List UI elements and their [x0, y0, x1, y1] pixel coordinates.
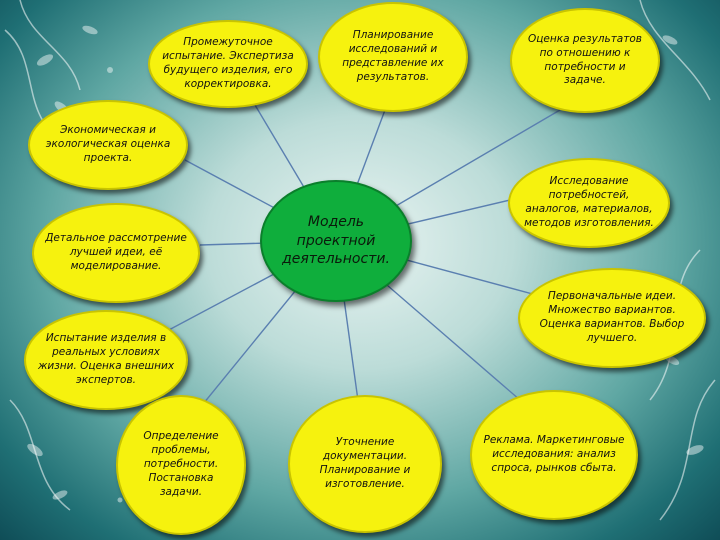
node-real-testing: Испытание изделия в реальных условиях жи… [24, 310, 188, 410]
node-detailed-review: Детальное рассмотрение лучшей идеи, её м… [32, 203, 200, 303]
node-initial-ideas: Первоначальные идеи. Множество вариантов… [518, 268, 706, 368]
node-label: Первоначальные идеи. Множество вариантов… [539, 290, 685, 344]
node-label: Реклама. Маркетинговые исследования: ана… [483, 434, 625, 474]
node-label: Определение проблемы, потребности. Поста… [143, 430, 219, 498]
node-label: Промежуточное испытание. Экспертиза буду… [162, 36, 294, 90]
node-intermediate-test: Промежуточное испытание. Экспертиза буду… [148, 20, 308, 108]
node-documentation: Уточнение документации. Планирование и и… [288, 395, 442, 533]
center-label: Модель проектной деятельности. [282, 213, 390, 268]
node-advertising: Реклама. Маркетинговые исследования: ана… [470, 390, 638, 520]
node-label: Испытание изделия в реальных условиях жи… [37, 332, 175, 386]
node-needs-research: Исследование потребностей, аналогов, мат… [508, 158, 670, 248]
node-economic-evaluation: Экономическая и экологическая оценка про… [28, 100, 188, 190]
center-node: Модель проектной деятельности. [260, 180, 412, 302]
node-label: Планирование исследований и представлени… [342, 29, 444, 83]
node-label: Детальное рассмотрение лучшей идеи, её м… [45, 232, 187, 272]
node-problem-definition: Определение проблемы, потребности. Поста… [116, 395, 246, 535]
node-label: Уточнение документации. Планирование и и… [319, 436, 411, 490]
node-planning-research: Планирование исследований и представлени… [318, 2, 468, 112]
node-label: Исследование потребностей, аналогов, мат… [524, 175, 654, 229]
node-evaluation-results: Оценка результатов по отношению к потреб… [510, 8, 660, 113]
node-label: Экономическая и экологическая оценка про… [45, 124, 171, 164]
node-label: Оценка результатов по отношению к потреб… [528, 32, 642, 87]
